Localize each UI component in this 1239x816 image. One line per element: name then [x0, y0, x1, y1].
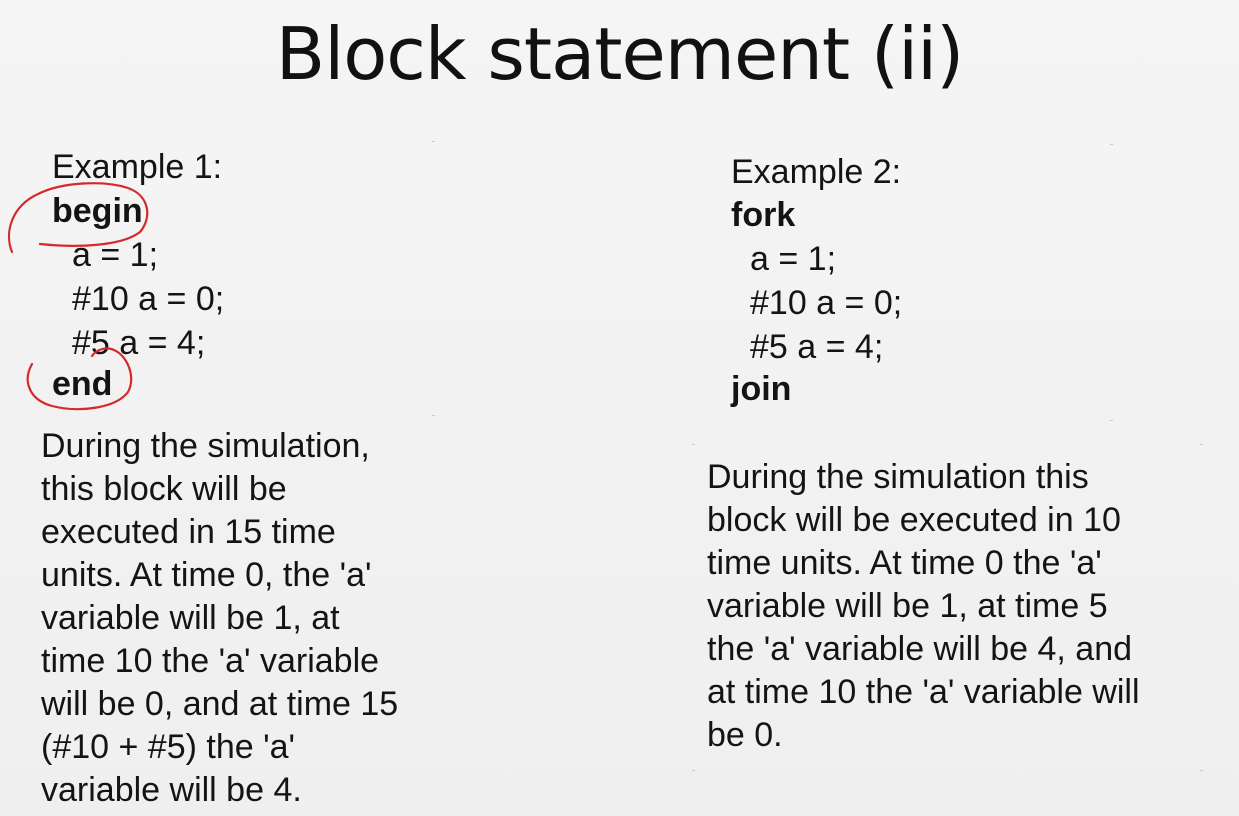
example-1-description-line: variable will be 4. [41, 771, 302, 809]
example-1-description-line: During the simulation, [41, 427, 370, 465]
placeholder-corner-dot [432, 415, 435, 416]
example-2-description-line: variable will be 1, at time 5 [707, 587, 1108, 625]
example-2-code-line: #10 a = 0; [750, 284, 903, 322]
example-1-description-line: will be 0, and at time 15 [41, 685, 399, 723]
example-2-join-keyword: join [731, 370, 792, 408]
example-1-description-line: time 10 the 'a' variable [41, 642, 380, 680]
example-2-description-line: block will be executed in 10 [707, 501, 1121, 539]
example-1-description-line: executed in 15 time [41, 513, 336, 551]
example-1-code-line: #5 a = 4; [72, 324, 206, 362]
example-1-description-line: (#10 + #5) the 'a' [41, 728, 295, 766]
example-2-description-line: the 'a' variable will be 4, and [707, 630, 1133, 668]
placeholder-corner-dot [1200, 444, 1203, 445]
example-2-code-line: a = 1; [750, 240, 837, 278]
example-1-code-line: a = 1; [72, 236, 159, 274]
example-2-description-line: at time 10 the 'a' variable will [707, 673, 1140, 711]
example-2-description-line: time units. At time 0 the 'a' [707, 544, 1102, 582]
placeholder-corner-dot [1110, 420, 1113, 421]
example-1-description-line: this block will be [41, 470, 287, 508]
placeholder-corner-dot [432, 141, 435, 142]
example-1-description-line: units. At time 0, the 'a' [41, 556, 372, 594]
example-1-heading: Example 1: [52, 148, 223, 186]
example-2-fork-keyword: fork [731, 196, 796, 234]
placeholder-corner-dot [1200, 770, 1203, 771]
placeholder-corner-dot [1110, 144, 1113, 145]
placeholder-corner-dot [692, 770, 695, 771]
slide-title: Block statement (ii) [275, 12, 964, 96]
example-1-begin-keyword: begin [52, 192, 143, 230]
example-2-description-line: be 0. [707, 716, 783, 754]
example-1-description-line: variable will be 1, at [41, 599, 340, 637]
example-1-code-line: #10 a = 0; [72, 280, 225, 318]
example-1-end-keyword: end [52, 365, 113, 403]
example-2-heading: Example 2: [731, 153, 902, 191]
example-2-description-line: During the simulation this [707, 458, 1089, 496]
example-2-code-line: #5 a = 4; [750, 328, 884, 366]
placeholder-corner-dot [692, 444, 695, 445]
